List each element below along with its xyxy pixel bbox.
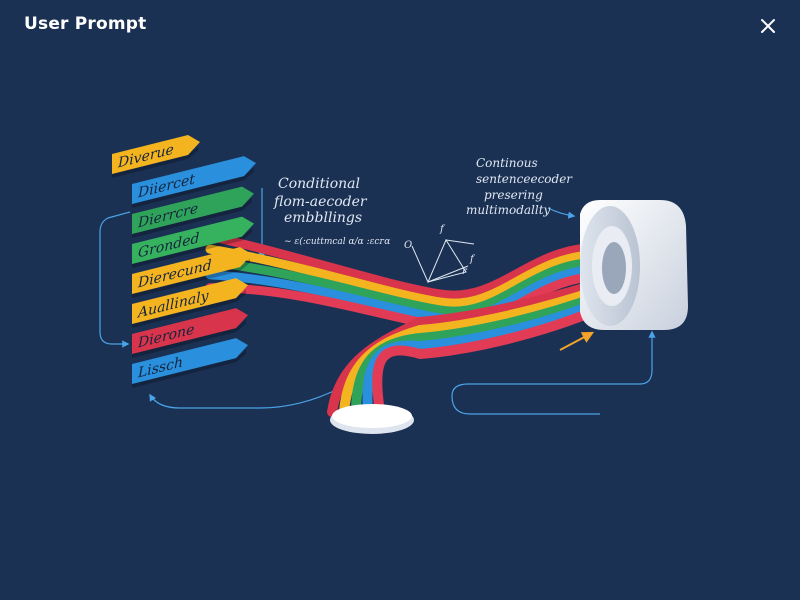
page-title: User Prompt <box>24 14 147 34</box>
ribbon-bundle <box>205 231 605 417</box>
ribbon-base <box>330 404 414 434</box>
close-icon[interactable] <box>756 14 780 38</box>
tag-shape <box>132 308 248 354</box>
vector-label-o: O <box>404 240 412 251</box>
vector-sketch <box>411 238 475 283</box>
bottom-loop-arrow <box>149 387 341 409</box>
tag-shape <box>112 135 200 174</box>
embedding-annotation-line1: Conditional <box>278 176 360 192</box>
orange-input-arrow <box>559 331 595 351</box>
encoder-annotation-line3: presering <box>484 188 543 202</box>
tag-shape <box>132 278 248 324</box>
ribbon-strand <box>339 284 605 417</box>
vector-label-f1: f <box>439 224 446 235</box>
embedding-formula: ∼ ɛ(:cuttmcal ɑ/ɑ :ɛcᴦɑ <box>284 236 390 247</box>
ribbon-strand <box>205 231 605 300</box>
ribbon-strand <box>372 303 605 417</box>
ribbon-strand <box>205 257 605 316</box>
ribbon-strand <box>362 297 605 417</box>
embedding-annotation-line3: embbllings <box>284 210 362 226</box>
encoder-annotation-line1: Continous <box>476 156 538 170</box>
encoder-annotation-line2: sentenceecoder <box>476 172 573 186</box>
encoder-arrow <box>547 207 576 219</box>
ribbon-strand <box>351 291 605 417</box>
ribbon-strand <box>205 244 605 308</box>
tag-shape <box>132 216 254 264</box>
tag-stack: DiverueDiiercetDierrcreGrondedDierecundA… <box>112 135 256 388</box>
tag-shape <box>132 186 254 234</box>
left-return-arrow <box>99 211 131 348</box>
right-loop-arrow <box>451 330 656 415</box>
vector-label-r: r <box>462 266 468 277</box>
encoder-connector <box>580 200 688 330</box>
tag-shape <box>132 247 252 294</box>
tag-shape <box>132 338 248 384</box>
vector-label-f2: f <box>469 254 476 265</box>
tag-shape <box>132 156 256 204</box>
tag-0: Diverue <box>112 135 200 178</box>
ribbon-strand <box>327 278 605 417</box>
encoder-annotation-line4: multimodallty <box>466 203 551 217</box>
embedding-annotation-line2: flom-aecoder <box>273 194 368 210</box>
